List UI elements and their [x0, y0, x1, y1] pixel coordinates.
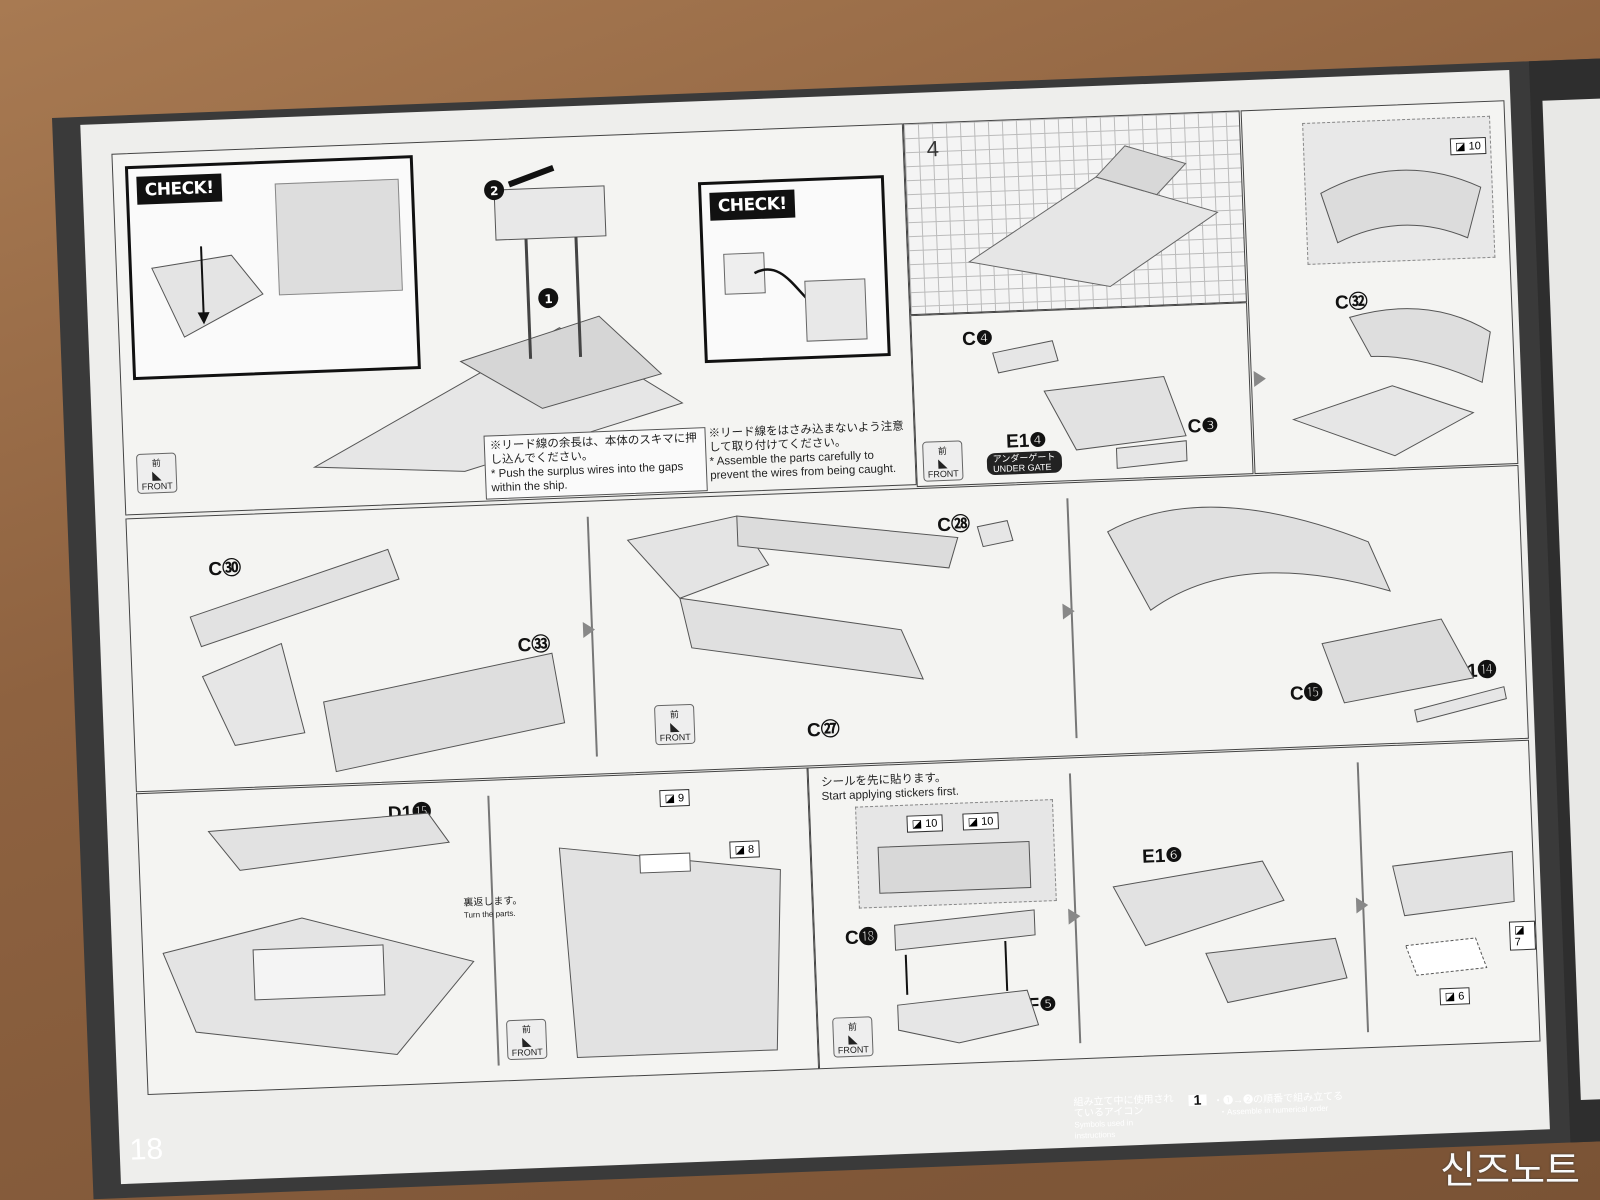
- c32-illustration: [1291, 308, 1491, 457]
- panel-c4-c3: C❹ C❸ E1❹ アンダーゲート UNDER GATE 前 ◣ FRONT: [910, 302, 1254, 488]
- page-number: 18: [129, 1132, 164, 1167]
- note-careful-wires: ※リード線をはさみ込まないよう注意して取り付けてください。 * Assemble…: [708, 420, 904, 482]
- check-label-right: CHECK!: [709, 189, 796, 221]
- c4-c3-illustration: [992, 340, 1188, 469]
- c32-detail: ◪ 10: [1302, 115, 1496, 265]
- front-icon-step4: 前 ◣ FRONT: [922, 440, 964, 482]
- front-icon-bottom-left: 前 ◣ FRONT: [505, 1018, 548, 1061]
- next-arrow: [1253, 370, 1267, 388]
- sticker-10-a: ◪ 10: [906, 814, 943, 833]
- c32-detail-illustration: [1320, 169, 1482, 244]
- sticker-target-part: [877, 841, 1032, 894]
- note-turn-parts: 裏返します。 Turn the parts.: [463, 895, 523, 920]
- order-legend: 1 ・❶→❷の順番で組み立てる ・Assemble in numerical o…: [1188, 1085, 1449, 1119]
- instruction-booklet: CHECK! CHECK!: [52, 57, 1600, 1200]
- note-push-wires: ※リード線の余長は、本体のスキマに押し込んでください。 * Push the s…: [483, 427, 708, 500]
- next-arrow-1: [582, 621, 596, 638]
- star-destroyer-wiring-illustration: 2 1: [312, 164, 684, 472]
- e16-illustration: [1112, 860, 1348, 1004]
- panel-c32: ◪ 10 C㉜: [1240, 100, 1519, 475]
- watermark: 신즈노트: [1440, 1148, 1580, 1192]
- panel-bottom-right: シールを先に貼ります。 Start applying stickers firs…: [807, 739, 1541, 1070]
- note-sticker-first: シールを先に貼ります。 Start applying stickers firs…: [820, 772, 960, 803]
- check-box-right: CHECK!: [697, 175, 891, 364]
- front-icon-middle: 前 ◣ FRONT: [653, 703, 696, 746]
- c15-d114-illustration: [1106, 506, 1507, 723]
- panel-bottom-left: D1⓯ 裏返します。 Turn the parts. 前 ◣ FRONT ◪ 9…: [135, 767, 820, 1096]
- c30-c33-illustration: [189, 548, 566, 773]
- sticker-detail: ◪ 10 ◪ 10: [855, 799, 1057, 909]
- c28-c27-illustration: [626, 515, 1014, 680]
- panel-middle-row: C㉚ C㉝ C㉘ C㉗ 前 ◣ FRONT: [125, 464, 1529, 793]
- panel-wiring: CHECK! CHECK!: [111, 123, 917, 516]
- front-icon: 前 ◣ FRONT: [135, 452, 178, 494]
- c18-f5-illustration: [894, 909, 1040, 1044]
- next-arrow-2: [1062, 603, 1075, 620]
- check-box-left: CHECK!: [124, 155, 421, 381]
- front-icon-bottom-right: 前 ◣ FRONT: [832, 1016, 874, 1058]
- sticker-9: ◪ 9: [659, 789, 690, 808]
- d115-illustration: [162, 812, 475, 1055]
- final-part-illustration: [1392, 850, 1515, 976]
- underside-illustration: [558, 847, 781, 1059]
- manual-page: CHECK! CHECK!: [80, 70, 1550, 1185]
- part-c18: C⓲: [844, 926, 879, 950]
- check-detail-illustration: [151, 246, 264, 338]
- step-4-overview: 4: [902, 110, 1247, 316]
- wire-route-illustration: [723, 252, 868, 342]
- divider-3: [487, 795, 500, 1066]
- next-arrow-4: [1355, 897, 1369, 914]
- next-arrow-3: [1068, 908, 1081, 925]
- sticker-10-b: ◪ 10: [962, 812, 999, 831]
- icons-legend: 組み立て中に使用されているアイコン Symbols used in instru…: [1073, 1093, 1174, 1141]
- svg-text:1: 1: [544, 292, 553, 306]
- svg-text:2: 2: [490, 184, 499, 198]
- check-label: CHECK!: [136, 173, 223, 205]
- sticker-10-top: ◪ 10: [1449, 136, 1487, 156]
- step-4-ship-illustration: [967, 145, 1219, 288]
- order-number-icon: 1: [1188, 1092, 1207, 1108]
